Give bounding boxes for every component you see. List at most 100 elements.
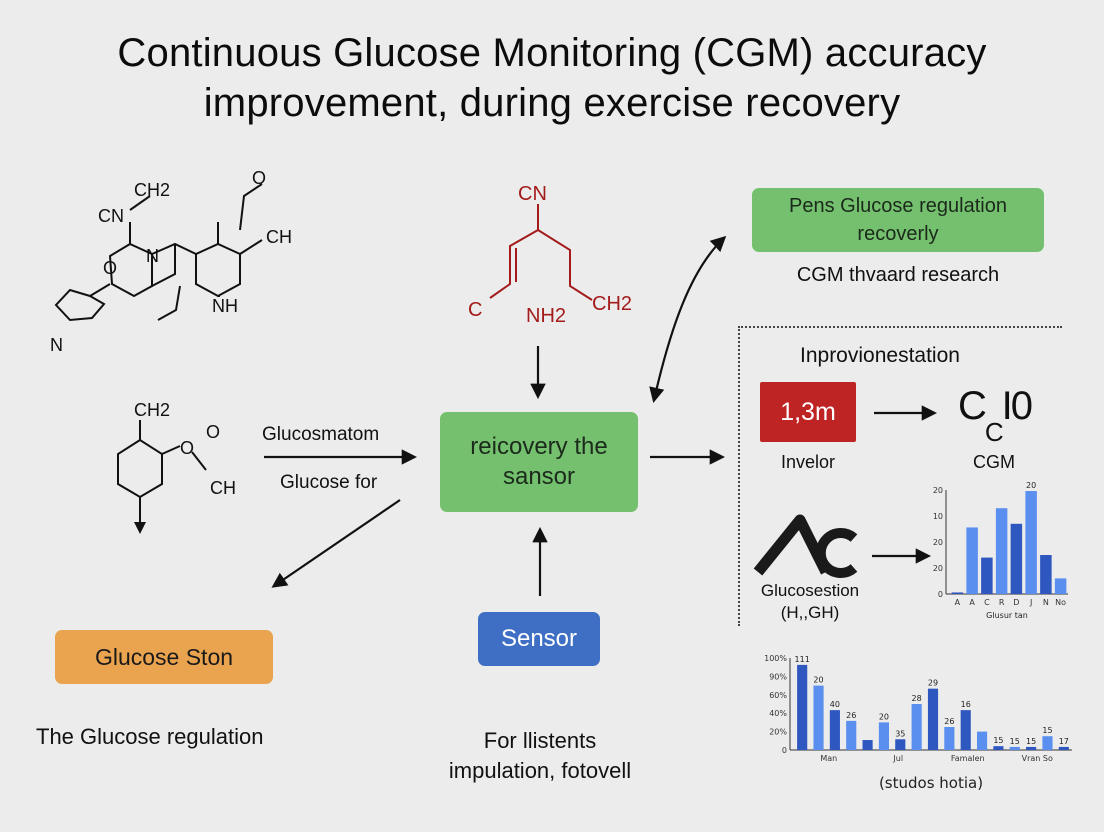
chart-bar: [976, 731, 988, 750]
y-tick-label: 20: [933, 538, 943, 547]
mol-label: O: [103, 258, 117, 278]
bar-data-label: 15: [1026, 737, 1036, 746]
flow-arrows: [264, 235, 938, 596]
x-tick-label: D: [1013, 598, 1019, 607]
formula-main: C: [958, 384, 987, 428]
sensor-caption-line-2: impulation, fotovell: [448, 758, 632, 783]
red-badge-caption: Invelor: [780, 452, 836, 472]
logo-caption-line-2: (H,,GH): [780, 603, 840, 622]
y-tick-label: 100%: [764, 654, 787, 663]
chart-bar: [1058, 746, 1069, 750]
chart-bar: [960, 710, 971, 750]
chart-bar: [995, 508, 1008, 594]
chart-bar: [951, 592, 964, 594]
x-tick-label: No: [1055, 598, 1066, 607]
arrow-center-to-top-right: [649, 235, 727, 404]
bar-data-label: 28: [912, 694, 922, 703]
bar-data-label: 40: [830, 700, 840, 709]
glucose-caption: The Glucose regulation: [36, 724, 264, 749]
formula-sub: C: [984, 417, 1004, 447]
chart-bar: [911, 704, 922, 750]
bar-data-label: 26: [846, 711, 856, 720]
mol-label: O: [206, 422, 220, 442]
x-tick-label: A: [969, 598, 975, 607]
glucosestion-logo: [753, 514, 858, 578]
y-tick-label: 20%: [769, 728, 787, 737]
sensor-caption-line-1: For llistents: [483, 728, 597, 753]
mol-label: CH: [266, 227, 292, 247]
bar-data-label: 20: [1026, 481, 1036, 490]
pens-glucose-box[interactable]: Pens Glucose regulation recoverly: [752, 188, 1044, 252]
bar-data-label: 20: [813, 676, 823, 685]
recovery-sensor-box[interactable]: reicovery the sansor: [440, 412, 638, 512]
mol-label: C: [468, 299, 482, 321]
x-tick-label: Famalen: [951, 754, 985, 763]
molecule-red: [489, 204, 593, 301]
mol-label: N: [50, 335, 63, 355]
molecule-mid-left: [117, 420, 207, 528]
chart-bar: [966, 527, 978, 594]
chart-bar: [981, 557, 993, 594]
improvement-section: [738, 326, 1062, 626]
chart-bar: [797, 664, 808, 750]
mol-label: CN: [98, 206, 124, 226]
arrow-center-to-glucose: [271, 499, 401, 588]
mol-label: NH: [212, 296, 238, 316]
x-tick-label: C: [984, 598, 990, 607]
y-tick-label: 60%: [769, 691, 787, 700]
formula: CCI0: [958, 384, 1033, 447]
bar-data-label: 35: [895, 729, 905, 738]
chart-bar: [1040, 555, 1052, 594]
chart-bar: [927, 688, 939, 750]
molecule-top-left-labels: CH2 CN O CH O N NH N: [50, 168, 292, 355]
sensor-box[interactable]: Sensor: [478, 612, 600, 666]
chart-bar: [1025, 491, 1037, 594]
chart-bar: [993, 746, 1004, 750]
bar-data-label: 29: [928, 679, 938, 688]
bar-data-label: 111: [795, 655, 810, 664]
chart-bar: [829, 710, 840, 750]
x-tick-label: R: [999, 598, 1005, 607]
title-line-2: improvement, during exercise recovery: [203, 81, 901, 125]
page-title: Continuous Glucose Monitoring (CGM) accu…: [0, 28, 1104, 128]
cgm-research-caption: CGM thvaard research: [796, 264, 1000, 286]
chart-bar: [878, 722, 890, 750]
chart-bar: [1009, 746, 1020, 750]
y-tick-label: 40%: [769, 709, 787, 718]
x-tick-label: Man: [820, 754, 837, 763]
x-tick-label: Jul: [892, 754, 903, 763]
mol-label: N: [146, 246, 159, 266]
chart-bar: [862, 740, 873, 750]
chart-bar: [813, 685, 824, 750]
formula-caption: CGM: [973, 452, 1015, 472]
x-tick-label: J: [1029, 598, 1032, 607]
mol-label: CH2: [134, 180, 170, 200]
y-tick-label: 20: [933, 486, 943, 495]
label-glucose-for: Glucose for: [280, 472, 378, 493]
glucose-ston-box[interactable]: Glucose Ston: [55, 630, 273, 684]
x-tick-label: Vran So: [1022, 754, 1053, 763]
x-tick-label: A: [955, 598, 961, 607]
molecule-red-labels: CN C NH2 CH2: [468, 183, 632, 327]
mol-label: CN: [518, 183, 547, 205]
chart-bar: [1042, 736, 1053, 750]
bar-data-label: 15: [1042, 726, 1052, 735]
logo-caption: Glucosestion (H,,GH): [752, 580, 868, 624]
chart-bar: [1054, 578, 1067, 594]
x-tick-label: N: [1043, 598, 1049, 607]
chart-bar: [1010, 523, 1023, 594]
molecule-mid-left-labels: CH2 O O CH: [134, 400, 236, 498]
bar-data-label: 15: [993, 736, 1003, 745]
y-tick-label: 10: [933, 512, 943, 521]
x-axis-label: Glusur tan: [986, 611, 1028, 620]
red-badge[interactable]: 1,3m: [760, 382, 856, 442]
chart-bar: [895, 739, 906, 750]
mol-label: CH: [210, 478, 236, 498]
mol-label: O: [180, 438, 194, 458]
bar-data-label: 16: [961, 700, 971, 709]
y-tick-label: 90%: [769, 672, 787, 681]
chart-bar: [1026, 746, 1037, 750]
formula-rest: I0: [1001, 384, 1033, 428]
